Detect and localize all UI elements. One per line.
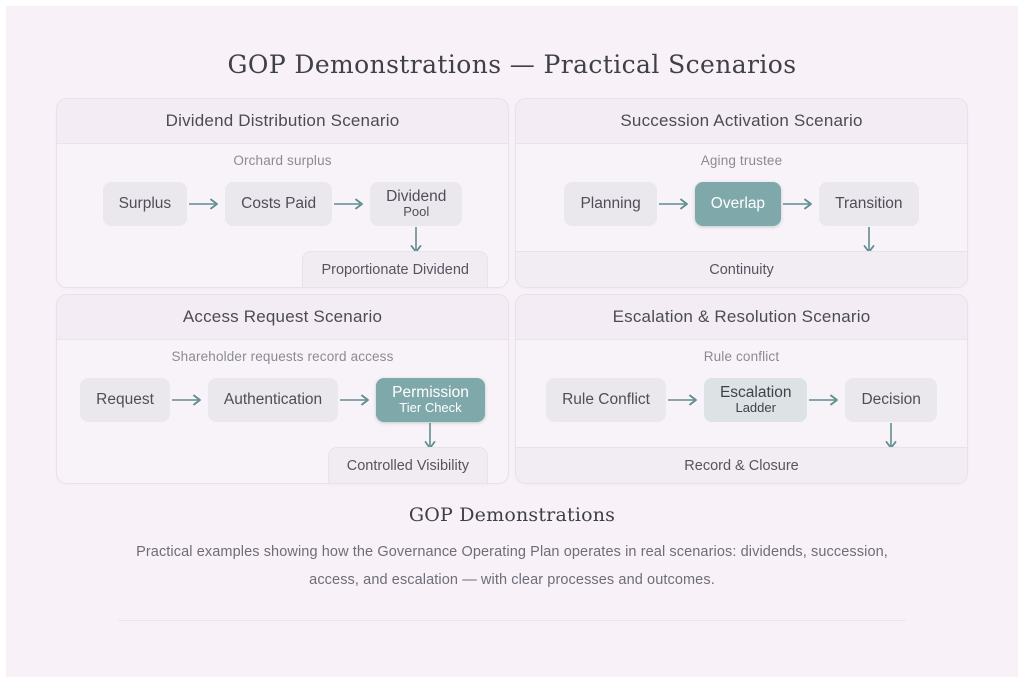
arrow-right-icon: [187, 195, 225, 213]
arrow-right-icon: [807, 391, 845, 409]
outcome-chip[interactable]: Record & Closure: [516, 447, 967, 483]
flow-row: Planning Overlap Transition: [516, 182, 967, 226]
flow-node[interactable]: Request: [80, 378, 170, 422]
card-title: Succession Activation Scenario: [620, 111, 863, 130]
card-header: Escalation & Resolution Scenario: [516, 295, 967, 340]
arrow-right-icon: [332, 195, 370, 213]
flow-node-sublabel: Ladder: [735, 400, 776, 416]
flow-node-label: Transition: [835, 195, 903, 213]
flow-node[interactable]: Decision: [845, 378, 937, 422]
flow-node-label: Permission: [392, 384, 469, 402]
card-title: Access Request Scenario: [182, 307, 383, 326]
flow-node[interactable]: Costs Paid: [225, 182, 333, 226]
flow-node-label: Planning: [580, 195, 641, 213]
footer-description: Practical examples showing how the Gover…: [136, 544, 888, 588]
outcome-label: Record & Closure: [684, 457, 799, 474]
flow-node[interactable]: Surplus: [102, 182, 188, 226]
slide-canvas: GOP Demonstrations — Practical Scenarios…: [6, 6, 1018, 677]
flow-node[interactable]: Transition: [819, 182, 919, 226]
flow-node-label: Overlap: [710, 195, 766, 213]
footer-divider: [118, 620, 906, 621]
flow-node[interactable]: Planning: [564, 182, 657, 226]
outcome-label: Controlled Visibility: [346, 457, 469, 474]
flow-node[interactable]: Authentication: [207, 378, 339, 422]
scenario-caption: Shareholder requests record access: [171, 349, 394, 364]
scenario-caption: Orchard surplus: [233, 153, 332, 168]
arrow-right-icon: [170, 391, 208, 409]
outcome-chip[interactable]: Continuity: [516, 251, 967, 287]
flow-node-label: Request: [96, 391, 154, 409]
outcome-label: Proportionate Dividend: [321, 261, 469, 278]
flow-node[interactable]: Overlap: [694, 182, 782, 226]
arrow-right-icon: [781, 195, 819, 213]
flow-node-sublabel: Tier Check: [399, 400, 462, 416]
scenario-caption: Rule conflict: [703, 349, 780, 364]
card-header: Dividend Distribution Scenario: [57, 99, 508, 144]
arrow-right-icon: [657, 195, 695, 213]
outcome-label: Continuity: [709, 261, 774, 278]
arrow-right-icon: [338, 391, 376, 409]
flow-node[interactable]: Rule Conflict: [546, 378, 666, 422]
flow-node-label: Rule Conflict: [562, 391, 650, 409]
footer-title: GOP Demonstrations: [408, 504, 616, 526]
card-title: Dividend Distribution Scenario: [165, 111, 400, 130]
flow-node-label: Escalation: [719, 384, 792, 402]
card-title: Escalation & Resolution Scenario: [612, 307, 871, 326]
flow-node-label: Costs Paid: [241, 195, 317, 213]
card-header: Access Request Scenario: [57, 295, 508, 340]
page-title: GOP Demonstrations — Practical Scenarios: [227, 50, 797, 79]
flow-node-label: Dividend: [386, 188, 447, 206]
outcome-chip[interactable]: Proportionate Dividend: [302, 251, 488, 287]
flow-node-sublabel: Pool: [403, 204, 430, 220]
flow-node-label: Decision: [861, 391, 921, 409]
scenario-caption: Aging trustee: [700, 153, 783, 168]
outcome-chip[interactable]: Controlled Visibility: [327, 447, 488, 483]
card-header: Succession Activation Scenario: [516, 99, 967, 144]
flow-node-label: Surplus: [118, 195, 172, 213]
arrow-right-icon: [666, 391, 704, 409]
flow-node-label: Authentication: [223, 391, 323, 409]
